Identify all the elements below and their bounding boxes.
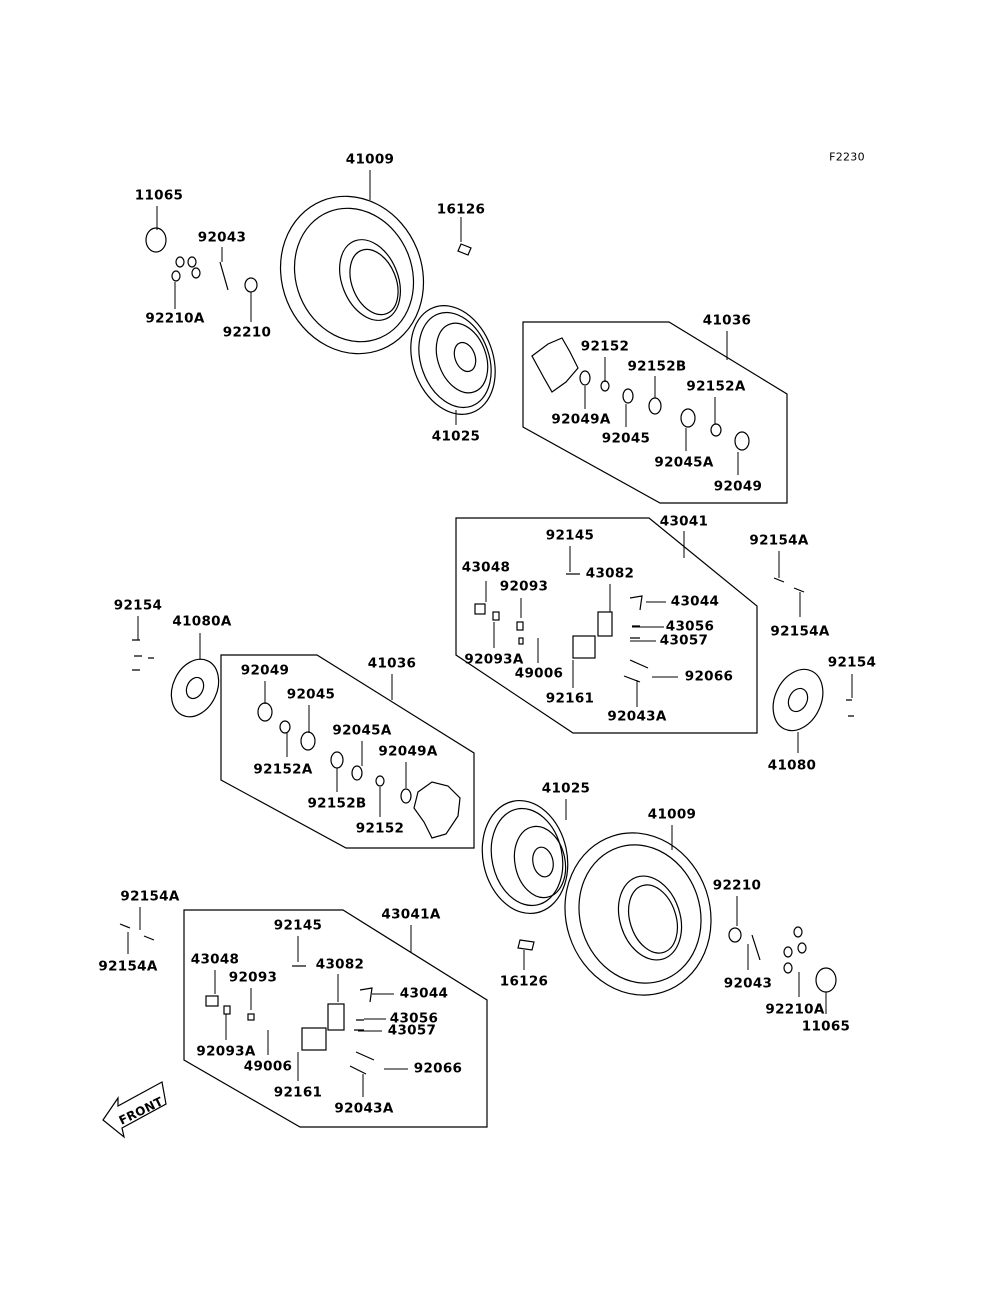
- part-92049-upper: 92049: [713, 478, 763, 495]
- part-92152-upper: 92152: [580, 338, 630, 355]
- hub-flange-upper: [531, 337, 579, 393]
- part-92145-lower: 92145: [273, 917, 323, 934]
- part-92152-lower: 92152: [355, 820, 405, 837]
- part-92066-lower: 92066: [413, 1060, 463, 1077]
- part-92210-upper: 92210: [222, 324, 272, 341]
- part-43057-lower: 43057: [387, 1022, 437, 1039]
- part-16126-lower: 16126: [499, 973, 549, 990]
- part-41025-lower: 41025: [541, 780, 591, 797]
- part-92093-upper: 92093: [499, 578, 549, 595]
- caliper-parts-lower: [205, 965, 375, 1075]
- part-92093A-upper: 92093A: [464, 651, 524, 668]
- part-43044-upper: 43044: [670, 593, 720, 610]
- hub-flange-lower: [413, 781, 461, 839]
- part-41009-upper: 41009: [345, 151, 395, 168]
- part-92049-lower: 92049: [240, 662, 290, 679]
- part-92154-right: 92154: [827, 654, 877, 671]
- part-92049A-upper: 92049A: [551, 411, 611, 428]
- part-92210-lower: 92210: [712, 877, 762, 894]
- part-43041A: 43041A: [381, 906, 441, 923]
- bolts-misc: [119, 577, 854, 941]
- part-92152B-upper: 92152B: [627, 358, 687, 375]
- part-92152A-upper: 92152A: [686, 378, 746, 395]
- part-92043-upper: 92043: [197, 229, 247, 246]
- hub-kit-box-lower: [220, 654, 475, 849]
- part-92049A-lower: 92049A: [378, 743, 438, 760]
- part-92045-lower: 92045: [286, 686, 336, 703]
- part-92152A-lower: 92152A: [253, 761, 313, 778]
- part-43044-lower: 43044: [399, 985, 449, 1002]
- part-92145-upper: 92145: [545, 527, 595, 544]
- brake-caliper-box-upper: [455, 517, 758, 734]
- part-92154A-right-top: 92154A: [749, 532, 809, 549]
- part-43041: 43041: [659, 513, 709, 530]
- part-92161-lower: 92161: [273, 1084, 323, 1101]
- hub-kit-box-upper: [522, 321, 788, 504]
- part-16126-upper: 16126: [436, 201, 486, 218]
- part-92154A-left-top: 92154A: [120, 888, 180, 905]
- part-92210A-upper: 92210A: [145, 310, 205, 327]
- wheel-nuts-lower: [517, 926, 837, 993]
- part-41009-lower: 41009: [647, 806, 697, 823]
- part-43082-upper: 43082: [585, 565, 635, 582]
- hardware-lower-hub: [257, 702, 412, 804]
- part-49006-upper: 49006: [514, 665, 564, 682]
- part-92093A-lower: 92093A: [196, 1043, 256, 1060]
- brake-disc-41080A: [170, 658, 220, 718]
- part-43048-upper: 43048: [461, 559, 511, 576]
- part-92161-upper: 92161: [545, 690, 595, 707]
- part-92093-lower: 92093: [228, 969, 278, 986]
- part-92043A-upper: 92043A: [607, 708, 667, 725]
- part-92045-upper: 92045: [601, 430, 651, 447]
- part-43057-upper: 43057: [659, 632, 709, 649]
- part-92154A-left-bottom: 92154A: [98, 958, 158, 975]
- part-92043-lower: 92043: [723, 975, 773, 992]
- wheel-rim-upper: [410, 305, 496, 415]
- part-43056-lower: 43056: [389, 1010, 439, 1027]
- part-92152B-lower: 92152B: [307, 795, 367, 812]
- wheel-rim-lower: [481, 799, 569, 915]
- brake-disc-41080: [772, 668, 824, 732]
- front-arrow-icon: [102, 1081, 167, 1139]
- brake-caliper-box-lower: [183, 909, 488, 1128]
- part-11065-upper: 11065: [134, 187, 184, 204]
- part-41036-lower: 41036: [367, 655, 417, 672]
- part-41080: 41080: [767, 757, 817, 774]
- part-92066-upper: 92066: [684, 668, 734, 685]
- leader-lines: [127, 170, 853, 1097]
- part-92154-left: 92154: [113, 597, 163, 614]
- part-43056-upper: 43056: [665, 618, 715, 635]
- part-41036-upper: 41036: [702, 312, 752, 329]
- part-41025-upper: 41025: [431, 428, 481, 445]
- part-92043A-lower: 92043A: [334, 1100, 394, 1117]
- wheel-nuts-upper: [145, 227, 472, 293]
- tire-lower: [564, 832, 712, 996]
- tire-upper: [279, 195, 425, 355]
- figure-code: F2230: [829, 150, 865, 164]
- part-92210A-lower: 92210A: [765, 1001, 825, 1018]
- part-92045A-lower: 92045A: [332, 722, 392, 739]
- part-92154A-right-bottom: 92154A: [770, 623, 830, 640]
- part-43048-lower: 43048: [190, 951, 240, 968]
- part-41080A: 41080A: [172, 613, 232, 630]
- caliper-parts-upper: [474, 573, 649, 683]
- part-11065-lower: 11065: [801, 1018, 851, 1035]
- part-92045A-upper: 92045A: [654, 454, 714, 471]
- part-49006-lower: 49006: [243, 1058, 293, 1075]
- part-43082-lower: 43082: [315, 956, 365, 973]
